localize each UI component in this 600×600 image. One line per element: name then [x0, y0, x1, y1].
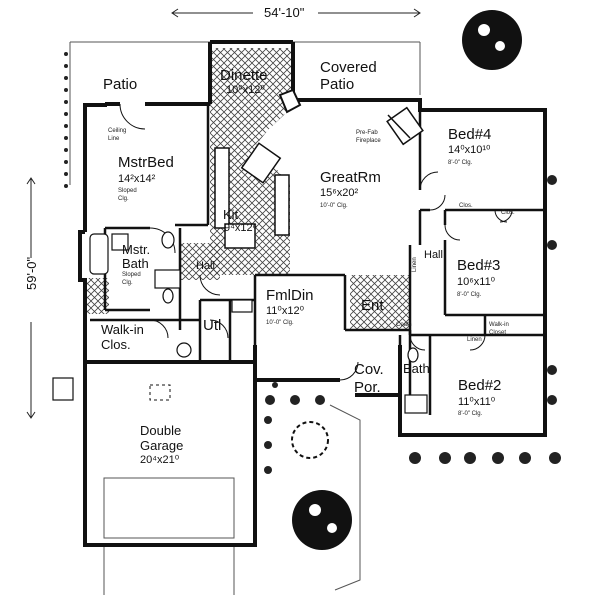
width-dimension-line — [171, 8, 421, 18]
hall-left-label: Hall — [196, 260, 215, 272]
ceiling-line-note: Ceiling — [108, 128, 127, 134]
garage-size: 20⁴x21⁰ — [140, 454, 180, 466]
master-bedroom-size: 14²x14² — [118, 173, 156, 185]
closet-b-label: Clos. — [501, 210, 515, 216]
covered-patio-label: Covered — [320, 59, 377, 76]
master-bedroom-note-2: Clg. — [118, 196, 129, 202]
formal-dining-note: 10'-0" Clg. — [266, 320, 294, 326]
dinette-label: Dinette — [220, 67, 268, 84]
bedroom-2-note: 8'-0" Clg. — [458, 411, 483, 417]
depth-dimension-line — [26, 177, 36, 419]
covered-patio-label-2: Patio — [320, 76, 355, 93]
walk-in-closet-master-label-2: Clos. — [101, 337, 131, 352]
kitchen-size: 9⁴x12⁶ — [224, 222, 258, 234]
utility-label: Utl — [203, 317, 222, 334]
great-room-size: 15⁶x20² — [320, 187, 359, 199]
bedroom-4-size: 14⁰x10¹⁰ — [448, 144, 491, 156]
formal-dining-label: FmlDin — [266, 287, 314, 304]
closet-a-label: Clos. — [459, 203, 473, 209]
patio-label: Patio — [103, 76, 138, 93]
garage-label: Double — [140, 423, 182, 438]
width-dimension-label: 54'-10" — [264, 5, 305, 20]
kitchen-label: Kit — [223, 207, 239, 222]
depth-dimension-label: 59'-0" — [24, 256, 39, 290]
hall-hatch — [180, 243, 220, 280]
master-bedroom-label: MstrBed — [118, 154, 174, 171]
shrubs-left — [62, 45, 74, 190]
mstr-bath-hatch — [87, 278, 109, 314]
bedroom-4-note: 8'-0" Clg. — [448, 160, 473, 166]
master-bath-note-2: Clg. — [122, 280, 133, 286]
bath-label: Bath — [403, 361, 430, 376]
plumbing-fixtures — [89, 231, 428, 414]
entry-hatch — [350, 275, 410, 330]
shrubs-front — [264, 382, 561, 474]
bedroom-3-label: Bed#3 — [457, 257, 501, 274]
walk-in-closet-label: Walk-in — [489, 322, 509, 328]
dinette-window-bump — [278, 88, 302, 114]
master-bath-label-2: Bath — [122, 256, 149, 271]
tree-front-small — [291, 421, 329, 459]
covered-porch-label-2: Por. — [354, 379, 381, 396]
tree-top-right — [462, 10, 522, 70]
bedroom-3-note: 8'-0" Clg. — [457, 292, 482, 298]
hall-right-label: Hall — [424, 249, 443, 261]
shrubs-right — [547, 175, 557, 405]
garage-side-door — [52, 377, 74, 401]
exterior-walls — [78, 40, 547, 547]
covered-porch-label: Cov. — [354, 361, 384, 378]
fireplace-note-2: Fireplace — [356, 138, 381, 144]
garage-label-2: Garage — [140, 438, 184, 453]
ceiling-line-note-2: Line — [108, 136, 120, 142]
walk-in-closet-master-label: Walk-in — [101, 322, 144, 337]
master-bath-note: Sloped — [122, 272, 141, 278]
master-bath-label: Mstr. — [122, 242, 151, 257]
door-swings — [119, 103, 513, 381]
bedroom-2-label: Bed#2 — [458, 377, 502, 394]
coats-label: Coats — [396, 322, 412, 328]
bedroom-4-label: Bed#4 — [448, 126, 492, 143]
great-room-label: GreatRm — [320, 169, 381, 186]
tree-front-large — [292, 490, 352, 550]
interior-walls — [90, 104, 545, 415]
bedroom-2-size: 11⁰x11⁰ — [458, 396, 496, 408]
fireplace — [386, 106, 424, 146]
bedroom-3-size: 10⁶x11⁰ — [457, 276, 496, 288]
garage-markers — [149, 384, 171, 401]
entry-label: Ent — [361, 297, 384, 314]
linen-b-label: Linen — [467, 337, 482, 343]
formal-dining-size: 11⁰x12⁰ — [266, 305, 304, 317]
dinette-size: 10⁰x12⁰ — [226, 84, 265, 96]
fireplace-note: Pre-Fab — [356, 130, 378, 136]
kitchen-counters — [214, 142, 290, 249]
master-bedroom-note: Sloped — [118, 188, 137, 194]
great-room-note: 10'-0" Clg. — [320, 203, 348, 209]
walk-in-closet-label-2: Closet — [489, 330, 507, 336]
linen-a-label: Linen — [412, 257, 418, 272]
